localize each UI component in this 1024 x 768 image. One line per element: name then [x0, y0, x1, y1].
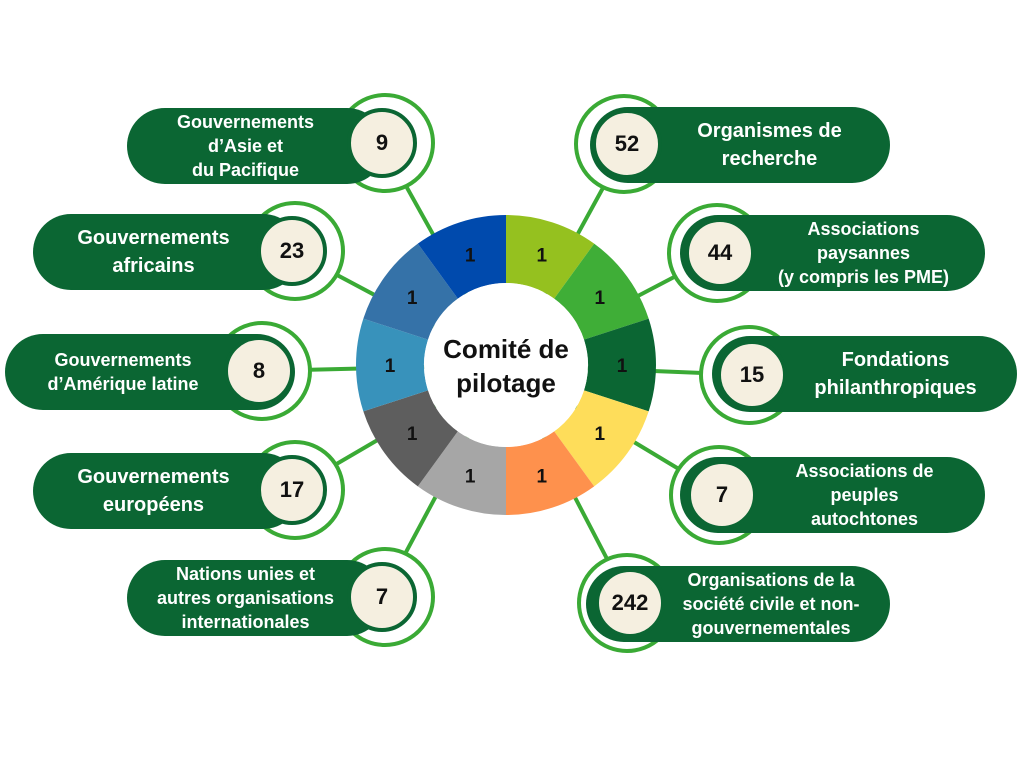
group-label: Fondations philanthropiques: [814, 349, 977, 399]
donut-segment: [506, 215, 595, 299]
group-label: Gouvernements européens: [77, 466, 230, 516]
group-count-badge: 15: [717, 340, 787, 410]
segment-label: 1: [595, 424, 606, 445]
center-title-line1: Comité de: [443, 334, 569, 364]
segment-label: 1: [537, 246, 548, 267]
donut-segment: [554, 243, 649, 340]
donut-segment: [583, 318, 656, 412]
group-pill: Gouvernements d’Asie et du Pacifique: [127, 108, 385, 184]
group-label: Associations paysannes (y compris les PM…: [777, 219, 950, 287]
center-title-line2: pilotage: [456, 368, 556, 398]
group-label: Gouvernements africains: [77, 227, 230, 277]
group-pill: Gouvernements africains: [33, 214, 301, 290]
group-label: Gouvernements d’Amérique latine: [47, 350, 199, 394]
group-pill: Nations unies et autres organisations in…: [127, 560, 385, 636]
segment-label: 1: [595, 288, 606, 309]
segment-label: 1: [465, 466, 476, 487]
group-count-badge: 44: [685, 218, 755, 288]
segment-label: 1: [407, 424, 418, 445]
donut-segment: [417, 431, 506, 515]
donut-segment: [554, 390, 649, 487]
group-count-badge: 17: [257, 455, 327, 525]
donut-segment: [363, 390, 458, 487]
segment-label: 1: [385, 356, 396, 377]
group-label: Organismes de recherche: [697, 120, 842, 170]
group-pill: Gouvernements européens: [33, 453, 301, 529]
group-count-badge: 52: [592, 109, 662, 179]
group-count-badge: 9: [347, 108, 417, 178]
group-count-badge: 8: [224, 336, 294, 406]
group-label: Gouvernements d’Asie et du Pacifique: [176, 112, 315, 180]
donut-segment: [417, 215, 506, 299]
group-count-badge: 7: [347, 562, 417, 632]
group-label: Nations unies et autres organisations in…: [156, 564, 335, 632]
group-count-badge: 23: [257, 216, 327, 286]
group-count-badge: 242: [595, 568, 665, 638]
donut-center: [424, 283, 588, 447]
donut-segment: [506, 431, 595, 515]
segment-label: 1: [407, 288, 418, 309]
donut-segment: [356, 318, 429, 412]
segment-label: 1: [617, 356, 628, 377]
group-count-badge: 7: [687, 460, 757, 530]
segment-label: 1: [537, 466, 548, 487]
group-label: Associations de peuples autochtones: [795, 461, 934, 529]
group-label: Organisations de la société civile et no…: [682, 570, 860, 638]
segment-label: 1: [465, 246, 476, 267]
donut-segment: [363, 243, 458, 340]
